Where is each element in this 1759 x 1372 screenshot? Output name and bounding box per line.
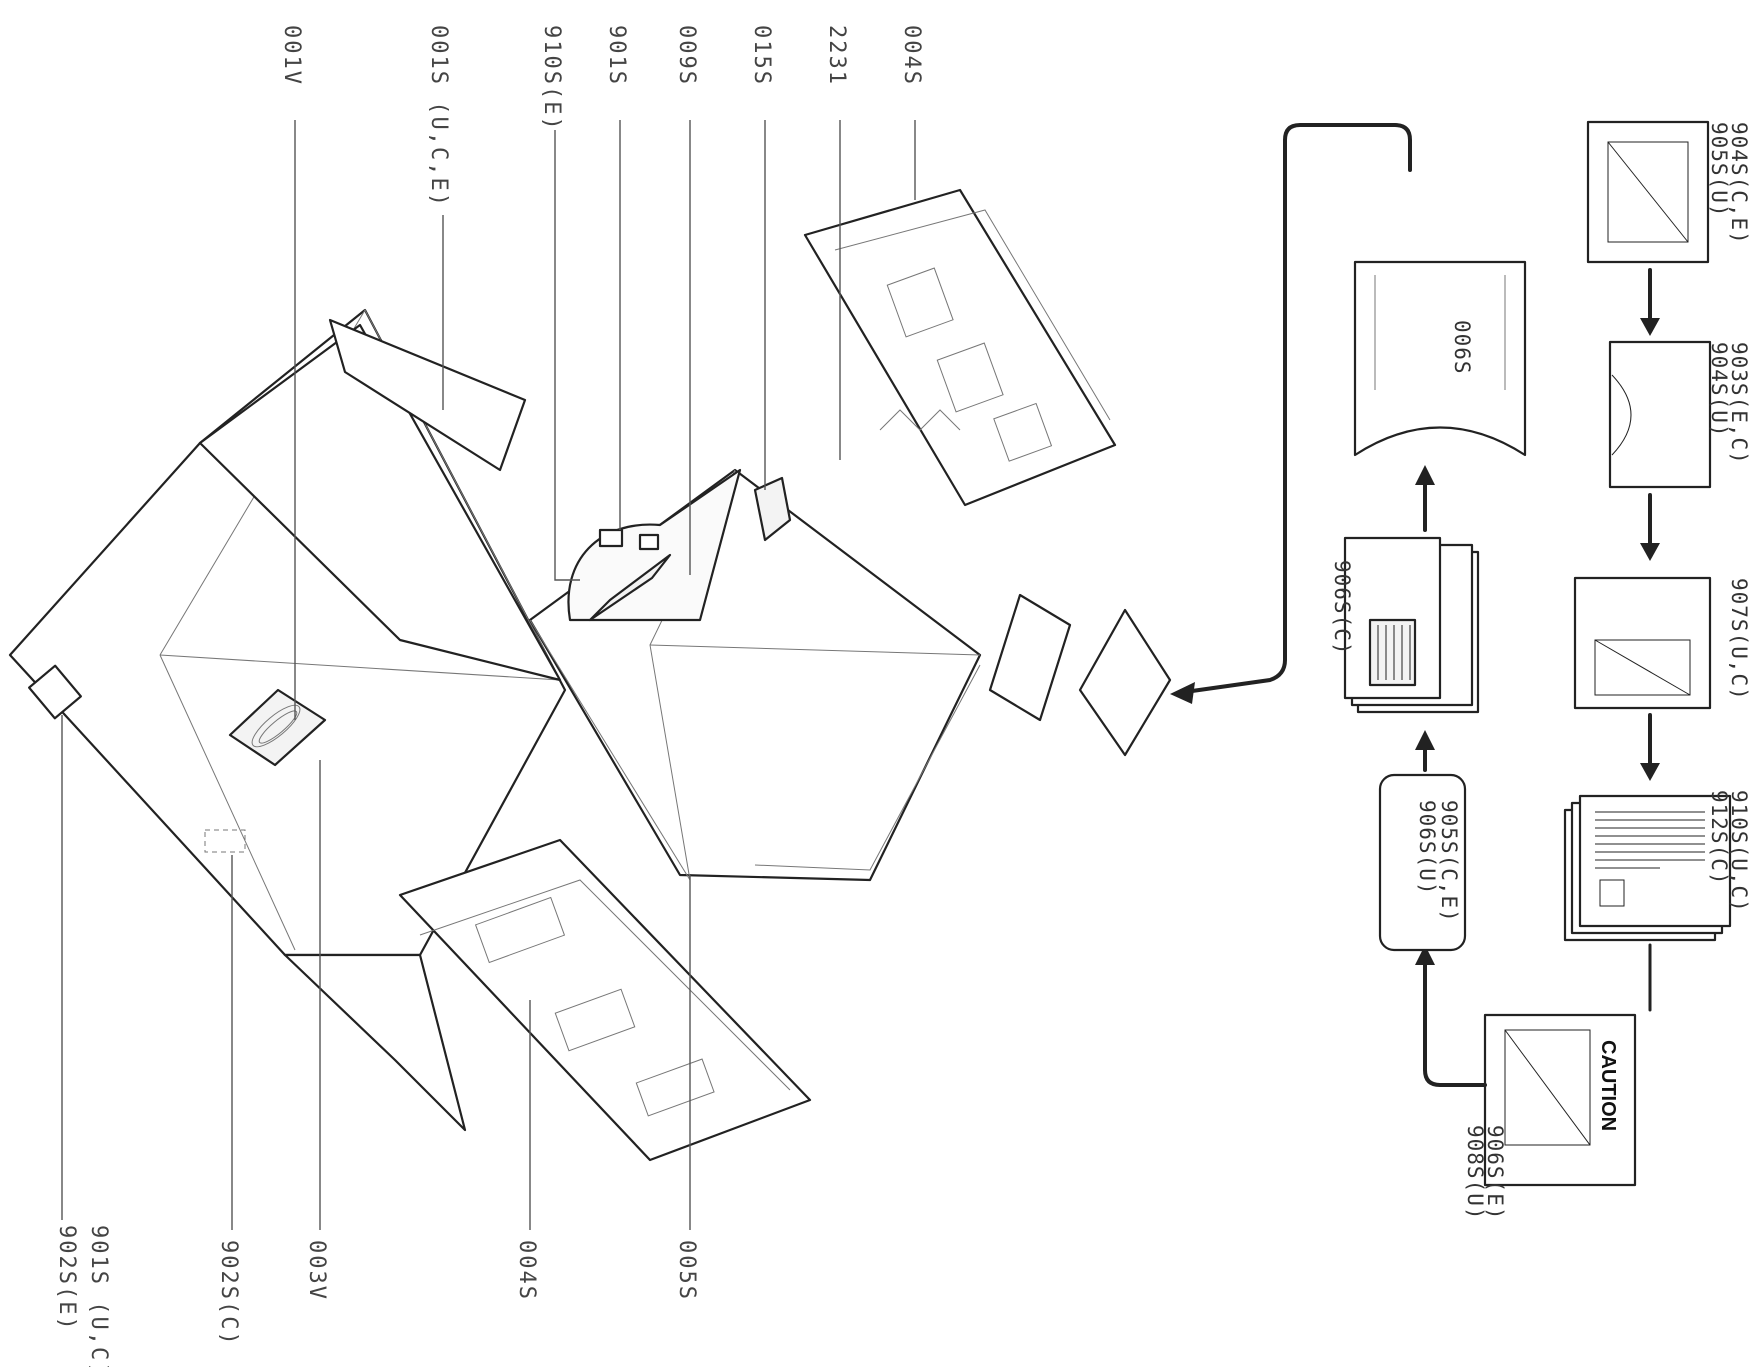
- carton-flap-bottom: [283, 953, 467, 1132]
- monitor-unit: [528, 468, 982, 882]
- cushion-top-rib-1: [834, 209, 1111, 421]
- connector-901s: [638, 533, 660, 551]
- doc-label-006s: 006S: [1450, 320, 1474, 375]
- monitor-edge-front: [529, 619, 691, 881]
- callout-001v: 001V: [279, 25, 304, 86]
- arrow-3-head: [1640, 763, 1660, 781]
- doc-label-907s-uc: 907S(U,C): [1727, 578, 1751, 701]
- cushion-bottom-slot-3: [635, 1058, 715, 1117]
- card-906s-window: [1368, 618, 1417, 687]
- monitor-edge-top: [649, 644, 981, 656]
- caution-diagonal: [1504, 1029, 1591, 1146]
- callout-902s-c: 902S(C): [216, 1240, 241, 1347]
- cushion-bottom-slot-2: [554, 988, 636, 1052]
- doc-903s-arc: [1611, 374, 1632, 456]
- cushion-top-outline: [803, 188, 1117, 507]
- flow-connector-arrowhead: [1170, 682, 1195, 704]
- carton-inner-edge-2: [159, 654, 296, 951]
- carton-box: [8, 308, 567, 1132]
- leader-910s: [554, 130, 580, 581]
- doc-label-906s-e: 906S(E): [1483, 1125, 1507, 1221]
- cable-009s: [588, 553, 672, 622]
- arrow-2-head: [1640, 543, 1660, 561]
- doc-label-912s-c: 912S(C): [1707, 790, 1731, 886]
- callout-004s-bottom: 004S: [514, 1240, 539, 1301]
- doc-label-908s-u: 908S(U): [1463, 1125, 1487, 1221]
- callout-902s-e: 902S(E): [54, 1225, 79, 1332]
- callout-2231: 2231: [824, 25, 849, 86]
- cushion-bottom-outline: [398, 838, 812, 1162]
- envelope-905s: [1378, 773, 1467, 952]
- doc-907s: [1573, 576, 1712, 710]
- arrow-5-head: [1415, 730, 1435, 750]
- carton-flap-top: [328, 318, 527, 472]
- callout-901s-uc: 901S (U,C): [86, 1225, 111, 1367]
- carton-flap-right: [198, 323, 562, 682]
- monitor-bezel: [754, 664, 981, 871]
- callout-901s: 901S: [604, 25, 629, 86]
- arrow-4-head: [1415, 945, 1435, 965]
- doc-label-904s-u: 904S(U): [1707, 342, 1731, 438]
- sheet-plain: [1078, 608, 1172, 757]
- cushion-top-slot-2: [936, 342, 1004, 413]
- callout-001s: 001S (U,C,E): [426, 25, 451, 208]
- adapter-910s: [598, 528, 624, 548]
- monitor-body: [528, 468, 982, 882]
- doc-904s-inner: [1607, 141, 1689, 243]
- label-901s-sticker: [28, 664, 82, 720]
- carton-fold-line: [159, 654, 561, 681]
- card-906s-stripes: [1377, 625, 1411, 680]
- carton-inner-edge: [159, 308, 561, 681]
- doc-903s: [1608, 340, 1712, 489]
- manual-icon: [1599, 879, 1625, 907]
- arrow-4-shaft: [1423, 958, 1487, 1087]
- doc-907s-diagonal: [1594, 639, 1691, 696]
- callout-009s: 009S: [674, 25, 699, 86]
- doc-904s-diagonal: [1607, 141, 1689, 243]
- manual-sheet-1: [1578, 794, 1732, 928]
- cushion-top: [803, 188, 1117, 507]
- cushion-bottom-slot-1: [474, 896, 566, 964]
- arrow-1-head: [1640, 318, 1660, 336]
- callout-910s-e: 910S(E): [539, 25, 564, 132]
- callout-005s: 005S: [674, 1240, 699, 1301]
- power-cord-bag: [228, 688, 327, 767]
- cushion-bottom: [398, 838, 812, 1162]
- doc-label-903s-ec: 903S(E,C): [1727, 342, 1751, 465]
- document-flow: 904S(C,E) 905S(U) 903S(E,C) 904S(U) 907S…: [1170, 120, 1751, 1221]
- cushion-top-slot-3: [993, 402, 1053, 462]
- label-902s-sticker: [204, 829, 246, 853]
- callout-004s-top: 004S: [899, 25, 924, 86]
- doc-label-905s-u: 905S(U): [1707, 122, 1731, 218]
- cord-coil-2: [258, 710, 298, 744]
- flow-connector: [1183, 123, 1412, 694]
- caution-inner: [1504, 1029, 1591, 1146]
- callout-003v: 003V: [304, 1240, 329, 1301]
- bag-006s: [1353, 260, 1527, 457]
- item-015s: [753, 476, 792, 542]
- cord-coil-1: [251, 704, 301, 748]
- caution-sheet: [1483, 1013, 1637, 1187]
- doc-label-910s-uc: 910S(U,C): [1727, 790, 1751, 913]
- cushion-top-slot-1: [886, 267, 954, 338]
- cushion-top-teeth: [879, 409, 961, 431]
- callout-lines: [61, 120, 916, 1230]
- caution-text: CAUTION: [1597, 1040, 1619, 1131]
- callout-labels: 004S 2231 015S 009S 901S 910S(E) 001S (U…: [54, 25, 924, 1372]
- cushion-bottom-rib-1: [419, 879, 791, 1091]
- arrow-6-head: [1415, 465, 1435, 485]
- doc-label-905s-ce: 905S(C,E): [1437, 800, 1461, 923]
- doc-label-904s-ce: 904S(C,E): [1727, 122, 1751, 245]
- callout-015s: 015S: [749, 25, 774, 86]
- doc-label-906s-c: 906S(C): [1330, 560, 1354, 656]
- doc-label-906s-u: 906S(U): [1415, 800, 1439, 896]
- manual-text-lines: [1595, 811, 1705, 869]
- sheet-frame: [988, 593, 1072, 722]
- doc-907s-inner: [1594, 639, 1691, 696]
